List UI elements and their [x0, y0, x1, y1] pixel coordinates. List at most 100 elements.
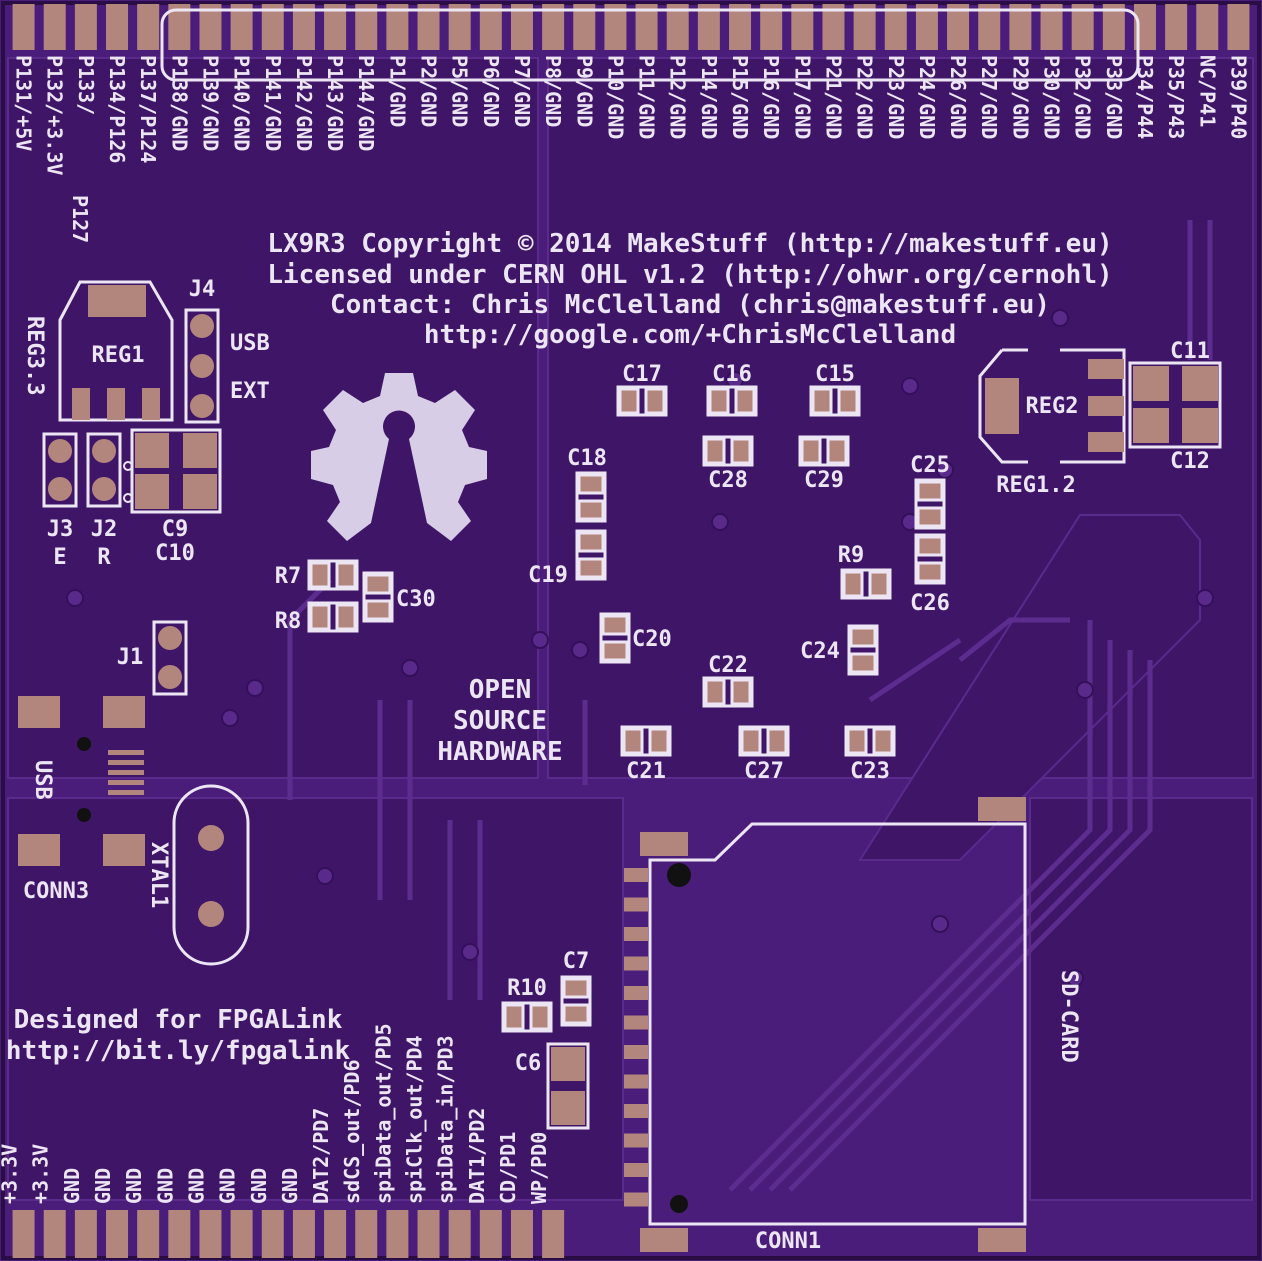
j4-pin: [190, 314, 214, 338]
smd-horizontal: [307, 385, 896, 1033]
reg2-label: REG2: [1026, 394, 1079, 419]
top-header-pin-label: P2/GND: [417, 55, 441, 127]
j4-pin: [190, 394, 214, 418]
xtal1-footprint: [172, 784, 250, 966]
r7-label: R7: [275, 564, 302, 589]
top-header-pin-label: P35/P43: [1164, 55, 1188, 139]
j2-outline: [86, 432, 122, 508]
bottom-header-pad: [417, 1210, 440, 1258]
copyright-line-4: http://google.com/+ChrisMcClelland: [424, 320, 956, 350]
r10-footprint: [501, 1001, 553, 1033]
oshw-label-line-1: OPEN: [469, 675, 532, 705]
r9-label: R9: [838, 543, 865, 568]
c18-footprint: [575, 471, 607, 523]
j3-sub-label: E: [53, 545, 66, 570]
bottom-header-pad: [479, 1210, 502, 1258]
top-header-pin-label: P16/GND: [759, 55, 783, 139]
c18-label: C18: [567, 446, 607, 471]
top-header-pad: [168, 4, 191, 50]
top-header-pin-label: P8/GND: [541, 55, 565, 127]
bottom-header-pad: [542, 1210, 565, 1258]
top-header-pad: [386, 4, 409, 50]
c29-footprint: [798, 435, 850, 467]
conn1-label: CONN1: [755, 1229, 821, 1254]
top-header-pads: [12, 4, 1250, 50]
top-header-pad: [822, 4, 845, 50]
top-header-pin-label: P137/P124: [136, 55, 160, 163]
top-header-pin-label: NC/P41: [1195, 55, 1219, 127]
c17-footprint: [616, 385, 668, 417]
top-header-pin-label: P132/+3.3V: [43, 55, 67, 175]
sd-card-pin: [624, 1163, 648, 1177]
c7-footprint: [560, 975, 592, 1027]
c22-footprint: [702, 676, 754, 708]
top-header-pin-label: P22/GND: [853, 55, 877, 139]
top-header-pad: [1227, 4, 1250, 50]
j1-pin: [158, 626, 182, 650]
top-header-pad: [1196, 4, 1219, 50]
bottom-header-pin-label: +3.3V: [0, 1144, 22, 1204]
sd-card-pin: [624, 1192, 648, 1207]
j2-pin: [92, 439, 116, 463]
top-header-pin-label: P139/GND: [198, 55, 222, 151]
top-header-pin-label: P6/GND: [479, 55, 503, 127]
j4-pin: [190, 354, 214, 378]
usb-port-label: USB: [30, 760, 55, 800]
bottom-header-pad: [510, 1210, 533, 1258]
bottom-header-pad: [199, 1210, 222, 1258]
sd-card-pins: [624, 868, 648, 1207]
bottom-header-pin-label: GND: [216, 1168, 240, 1204]
top-header-pin-label: P24/GND: [915, 55, 939, 139]
top-header-pin-label: P27/GND: [977, 55, 1001, 139]
j1-outline: [152, 620, 188, 696]
bottom-header-pad: [386, 1210, 409, 1258]
xtal1-label: XTAL1: [146, 842, 171, 908]
top-header-pin-label: P144/GND: [354, 55, 378, 151]
conn3-label: CONN3: [23, 879, 89, 904]
r10-label: R10: [507, 976, 547, 1001]
c29-label: C29: [804, 468, 844, 493]
j3-outline: [42, 432, 78, 508]
c7-label: C7: [563, 949, 590, 974]
r8-footprint: [307, 601, 359, 633]
top-header-pad: [292, 4, 315, 50]
top-header-pin-label: P15/GND: [728, 55, 752, 139]
bottom-header-pin-label: GND: [184, 1168, 208, 1204]
c19-footprint: [575, 529, 607, 581]
j4-outline: [184, 308, 220, 424]
top-header-pad: [791, 4, 814, 50]
top-header-pad: [137, 4, 160, 50]
c24-footprint: [847, 624, 879, 676]
j4-ext-label: EXT: [230, 379, 270, 404]
bottom-header-pin-label: GND: [91, 1168, 115, 1204]
top-header-pad: [978, 4, 1001, 50]
open-source-hardware-gear-icon: [311, 373, 487, 541]
sd-card-pin: [624, 956, 648, 971]
reg1-label: REG1: [92, 343, 145, 368]
j3-label: J3: [47, 517, 74, 542]
sd-card-pin: [624, 927, 648, 941]
c26-footprint: [914, 533, 946, 585]
c12-label: C12: [1170, 449, 1210, 474]
copyright-line-2: Licensed under CERN OHL v1.2 (http://ohw…: [267, 260, 1112, 290]
bottom-header-pad: [355, 1210, 378, 1258]
top-header-pad: [542, 4, 565, 50]
top-header-pin-label: P34/P44: [1133, 55, 1157, 139]
vias: [66, 309, 1214, 987]
bottom-header-pad: [261, 1210, 284, 1258]
top-header-pad: [230, 4, 253, 50]
bottom-header-pin-label: +3.3V: [29, 1144, 53, 1204]
top-header-pad: [604, 4, 627, 50]
top-header-pin-label: P12/GND: [666, 55, 690, 139]
top-header-pad: [199, 4, 222, 50]
top-header-pin-label: P39/P40: [1226, 55, 1250, 139]
c30-footprint: [362, 571, 394, 623]
sd-card-pin: [624, 897, 648, 912]
top-header-pad: [43, 4, 66, 50]
bottom-header-pin-label: GND: [247, 1168, 271, 1204]
top-header-pin-label: P131/+5V: [12, 55, 36, 151]
top-header-pin-label: P33/GND: [1102, 55, 1126, 139]
reg3-3-label: REG3.3: [22, 316, 47, 395]
top-header-pad: [479, 4, 502, 50]
top-header-pad: [1165, 4, 1188, 50]
